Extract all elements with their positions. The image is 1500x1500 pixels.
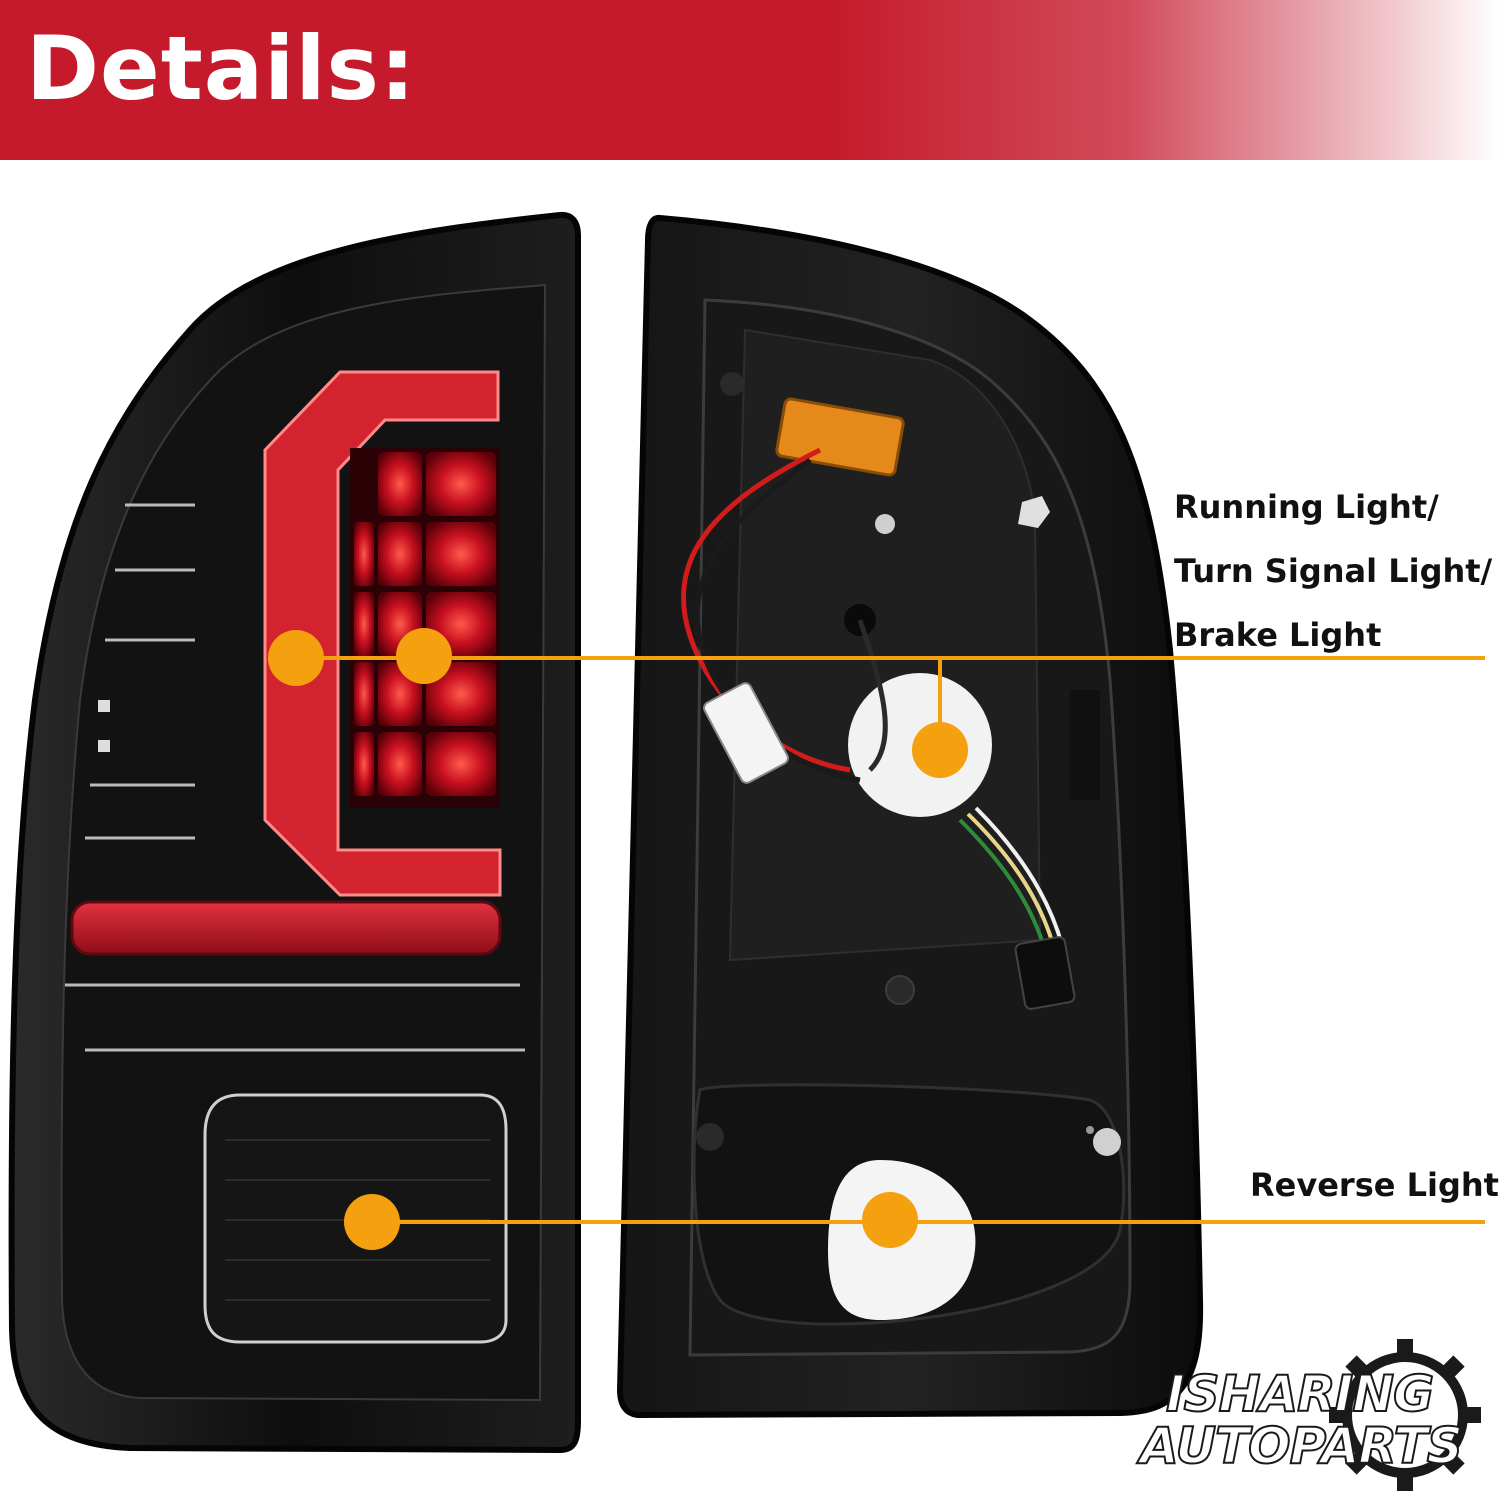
brand-name-line1: ISHARING [1165, 1364, 1435, 1424]
marker-running-light-socket [912, 722, 968, 778]
marker-running-light-led [396, 628, 452, 684]
callout-brake-light: Brake Light [1174, 616, 1382, 654]
gear-icon [1329, 1339, 1481, 1491]
callout-running-light: Running Light/ [1174, 488, 1439, 526]
tail-light-front [8, 211, 581, 1454]
led-array [350, 448, 500, 808]
page-title: Details: [26, 17, 417, 120]
header-banner: Details: [0, 0, 1500, 160]
marker-reverse-light-lens [344, 1194, 400, 1250]
brand-name-line2: AUTOPARTS [1139, 1416, 1464, 1476]
marker-reverse-light-socket [862, 1192, 918, 1248]
callout-reverse-light: Reverse Light [1250, 1166, 1499, 1204]
callout-turn-signal-light: Turn Signal Light/ [1174, 552, 1493, 590]
callout-markers [268, 628, 968, 1250]
brand-logo: ISHARING AUTOPARTS [1130, 1335, 1490, 1495]
marker-running-light-bar [268, 630, 324, 686]
